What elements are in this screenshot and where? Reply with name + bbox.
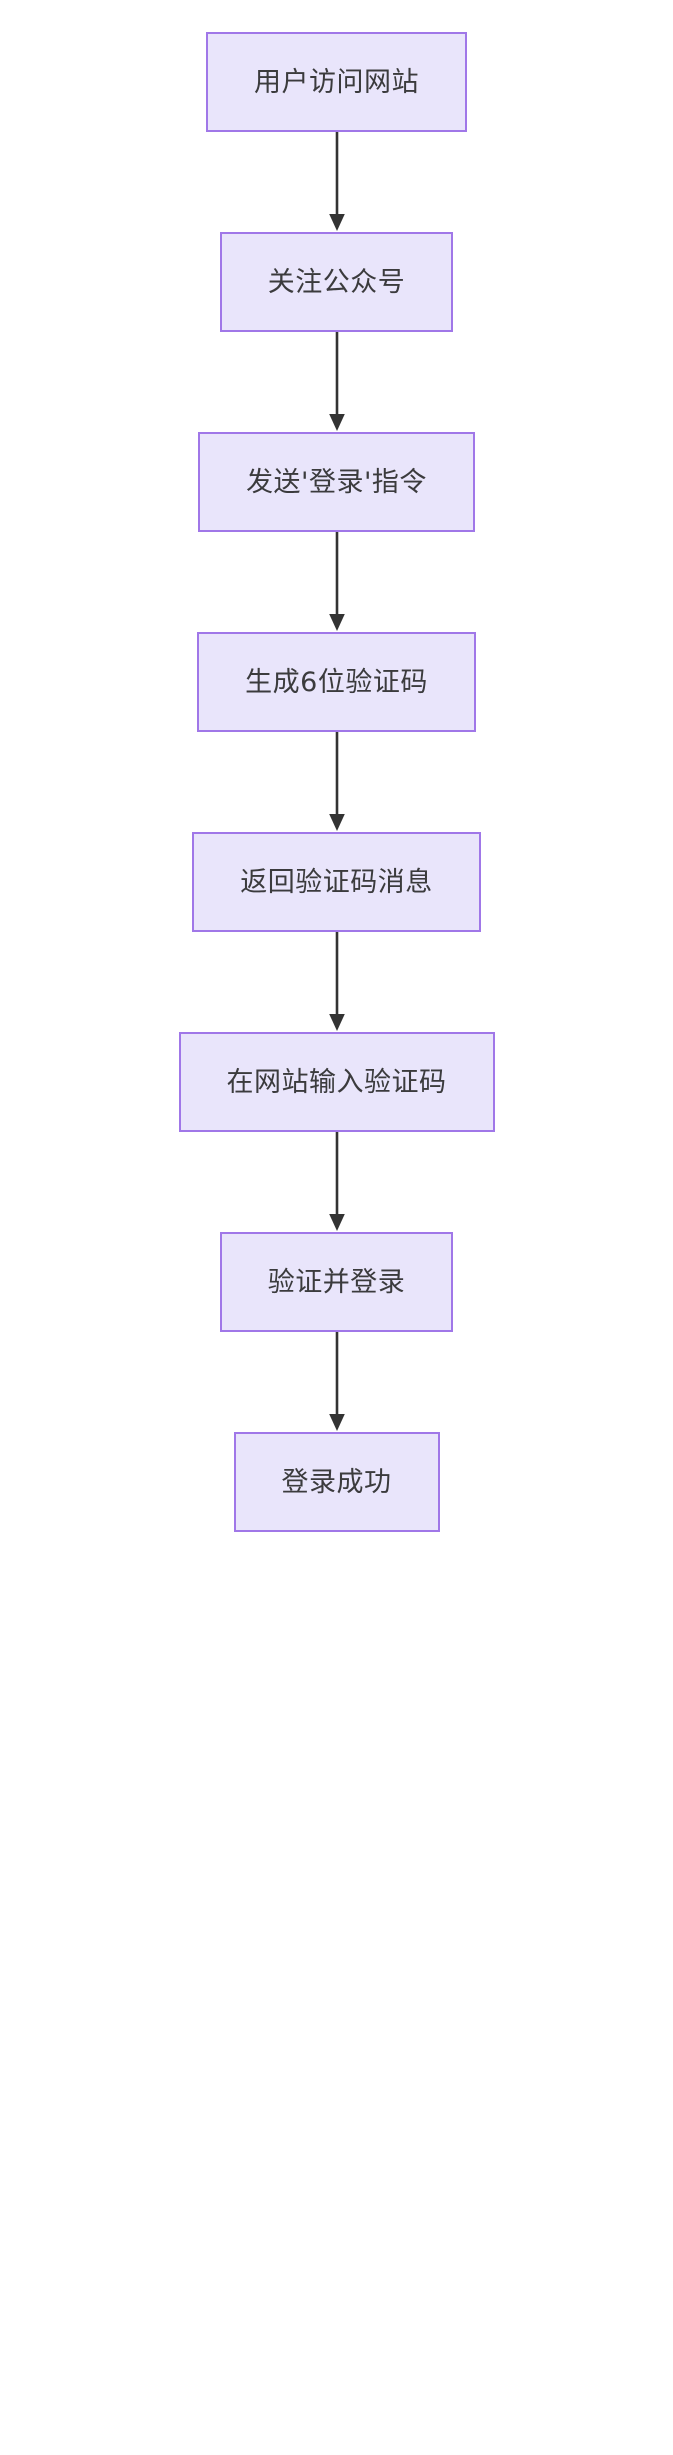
flow-node-label: 在网站输入验证码 (226, 1066, 447, 1098)
flow-node-user-visits-site[interactable]: 用户访问网站 (206, 32, 467, 132)
flow-node-login-success[interactable]: 登录成功 (233, 1432, 440, 1532)
flow-node-verify-and-login[interactable]: 验证并登录 (219, 1232, 454, 1332)
flow-edge-n3-n4 (326, 532, 348, 632)
flow-edge-n7-n8 (326, 1332, 348, 1432)
flow-edge-n2-n3 (326, 332, 348, 432)
flow-node-label: 生成6位验证码 (245, 666, 428, 698)
flow-node-label: 发送'登录'指令 (246, 466, 427, 498)
flow-node-label: 用户访问网站 (254, 66, 419, 98)
flow-node-send-login-command[interactable]: 发送'登录'指令 (198, 432, 475, 532)
flow-edge-n4-n5 (326, 732, 348, 832)
flow-node-label: 关注公众号 (267, 266, 406, 298)
flow-edge-n6-n7 (326, 1132, 348, 1232)
flowchart-node-column: 用户访问网站 关注公众号 发送'登录'指令 (178, 0, 495, 1532)
flow-node-label: 返回验证码消息 (240, 866, 433, 898)
flow-node-enter-code-on-site[interactable]: 在网站输入验证码 (178, 1032, 495, 1132)
flow-node-label: 登录成功 (281, 1466, 392, 1498)
flow-node-label: 验证并登录 (267, 1266, 406, 1298)
top-spacer (336, 0, 337, 32)
flow-edge-n1-n2 (326, 132, 348, 232)
flow-node-return-code-message[interactable]: 返回验证码消息 (192, 832, 481, 932)
flow-node-follow-official-account[interactable]: 关注公众号 (219, 232, 454, 332)
flow-node-generate-6-digit-code[interactable]: 生成6位验证码 (197, 632, 476, 732)
flow-edge-n5-n6 (326, 932, 348, 1032)
